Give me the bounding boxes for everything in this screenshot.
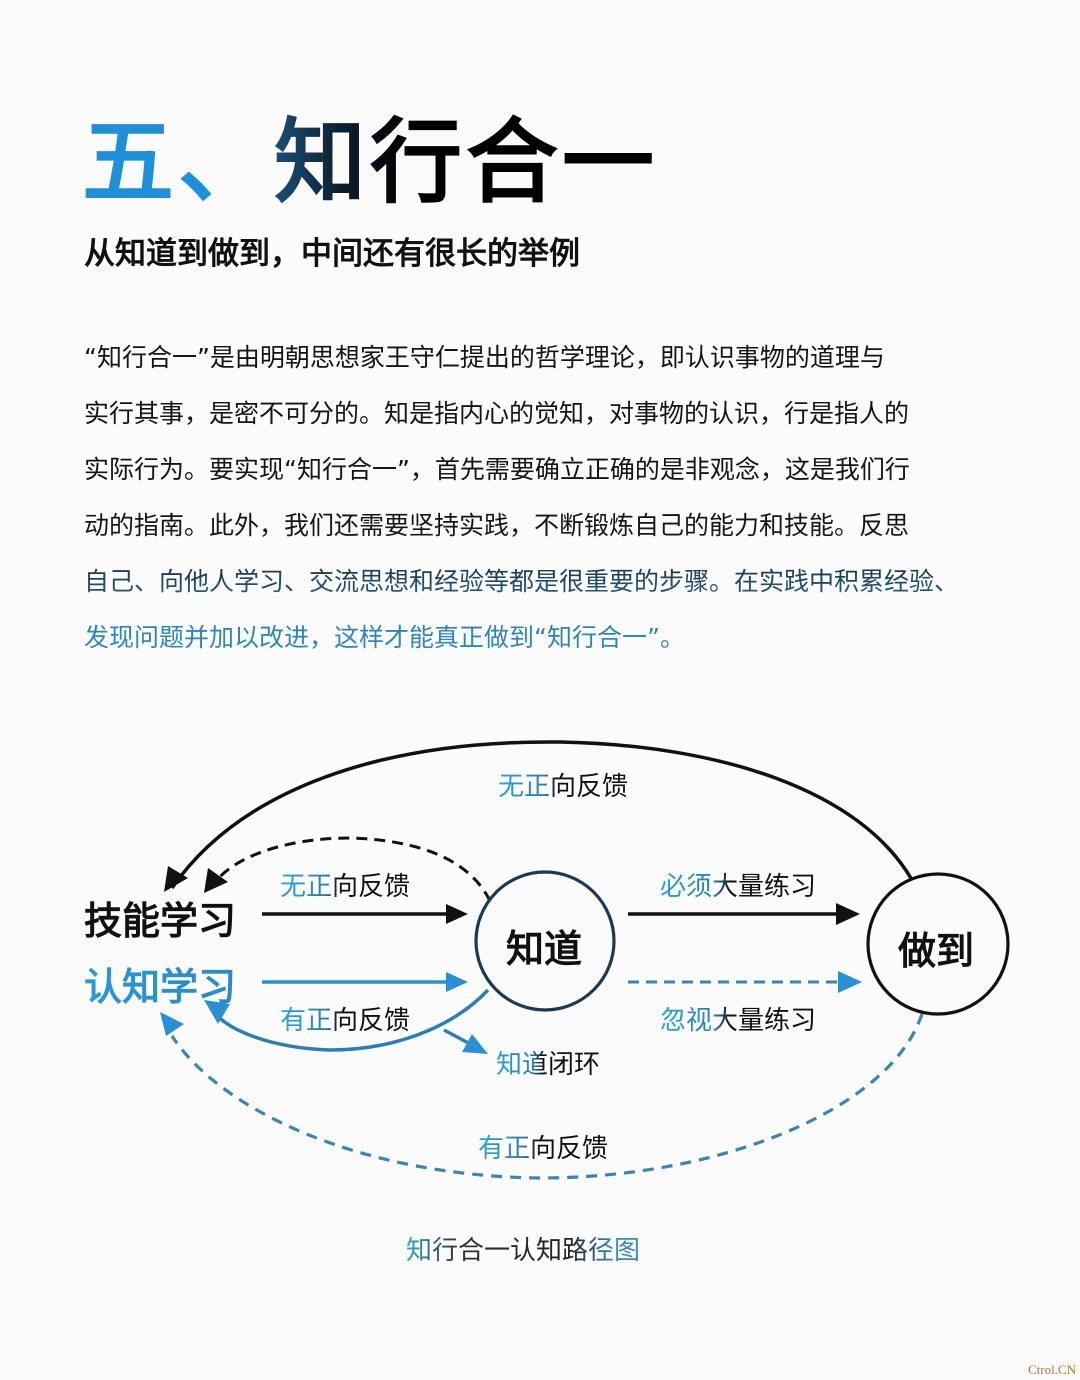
cognitive-learning-label: 认知学习 — [84, 956, 236, 1011]
know-node-circle — [474, 870, 616, 1012]
ignore-practice-label: 忽视大量练习 — [660, 1000, 816, 1037]
top-arc-arrowhead — [164, 866, 188, 892]
bottom-arc-arrowhead — [160, 1012, 184, 1036]
subtitle: 从知道到做到，中间还有很长的举例 — [84, 236, 580, 272]
do-node-label: 做到 — [898, 929, 975, 973]
cognitive-to-know-arrowhead — [446, 972, 468, 992]
watermark: Ctrol.CN — [1027, 1362, 1076, 1377]
bottom-feedback-dashed-arc — [170, 1013, 924, 1180]
skill-feedback-label: 无正向反馈 — [280, 866, 410, 903]
skill-learning-label: 技能学习 — [84, 899, 237, 943]
must-practice-label: 必须大量练习 — [660, 866, 816, 903]
cognitive-feedback-arc — [212, 988, 490, 1052]
page-title: 五、知行合一 — [82, 108, 658, 218]
skill-feedback-arrowhead — [204, 868, 228, 893]
cognitive-feedback-label: 有正向反馈 — [280, 1000, 410, 1037]
top-arc-label: 无正向反馈 — [498, 766, 628, 803]
know-loop-label: 知道闭环 — [496, 1044, 600, 1081]
title-number: 五、 — [82, 109, 275, 216]
diagram-caption: 知行合一认知路径图 — [406, 1230, 640, 1267]
know-node-label: 知道 — [506, 927, 583, 971]
cognitive-feedback-arrowhead — [204, 1000, 230, 1024]
skill-to-know-arrowhead — [446, 904, 468, 924]
bottom-arc-label: 有正向反馈 — [478, 1128, 608, 1165]
do-node-circle — [866, 872, 1010, 1016]
skill-feedback-dashed-arc — [212, 836, 492, 902]
top-feedback-arc — [170, 740, 914, 889]
must-practice-arrowhead — [836, 903, 860, 925]
know-loop-arrowhead — [462, 1034, 488, 1054]
title-main: 知行合一 — [274, 109, 659, 216]
ignore-practice-arrowhead — [838, 971, 862, 993]
